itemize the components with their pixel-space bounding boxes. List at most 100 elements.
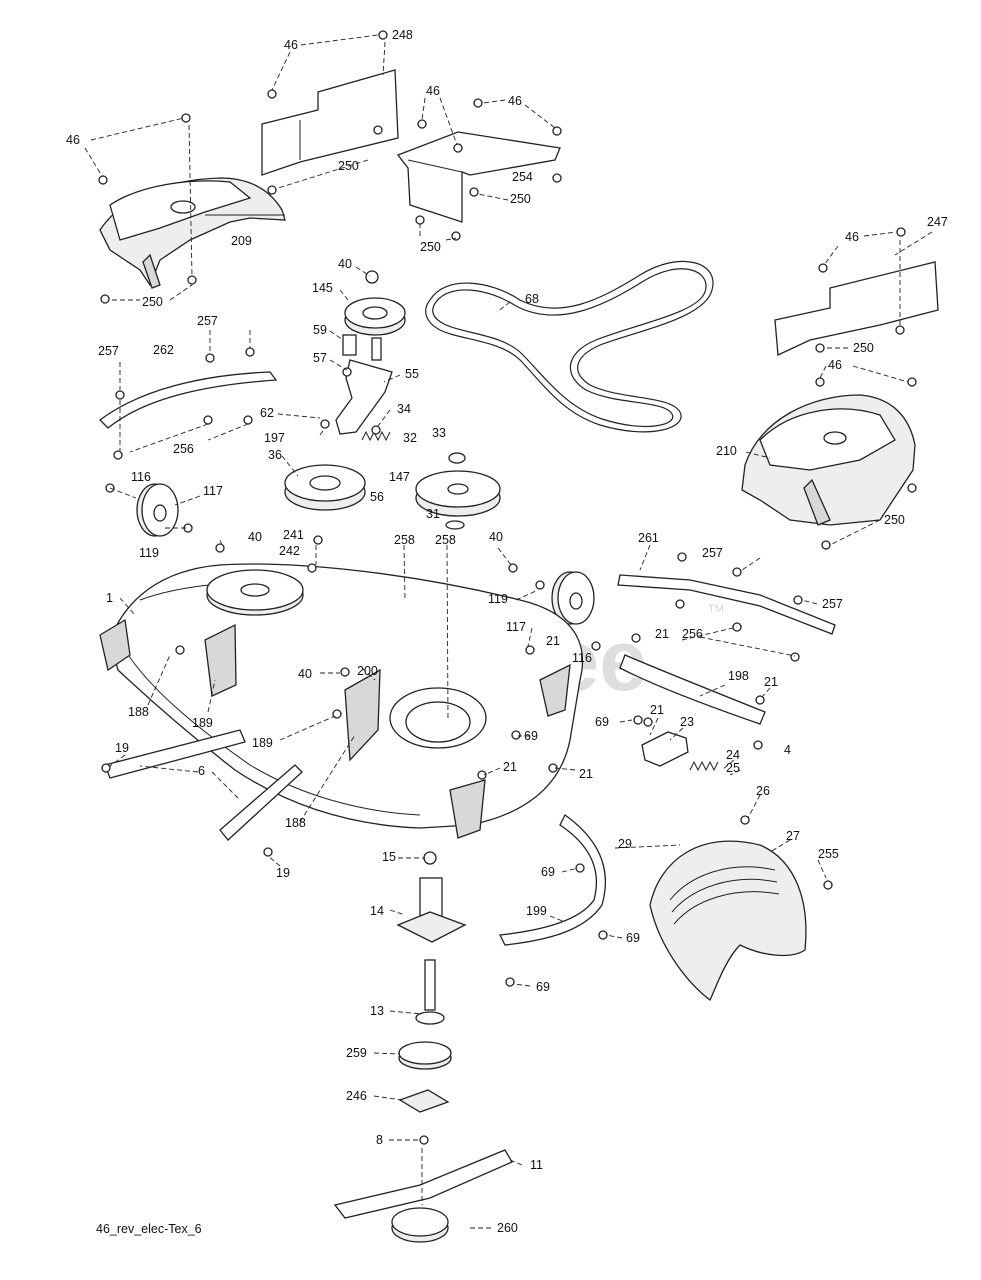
callout-69: 69 <box>536 980 550 994</box>
callout-46: 46 <box>845 230 859 244</box>
callout-31: 31 <box>426 507 440 521</box>
callout-261: 261 <box>638 531 659 545</box>
callout-254: 254 <box>512 170 533 184</box>
leader-lines <box>84 34 933 1229</box>
callout-29: 29 <box>618 837 632 851</box>
callout-69: 69 <box>595 715 609 729</box>
callout-147: 147 <box>389 470 410 484</box>
callout-257: 257 <box>822 597 843 611</box>
callout-262: 262 <box>153 343 174 357</box>
callout-188: 188 <box>128 705 149 719</box>
spindle-housing-259 <box>398 1041 452 1070</box>
bracket-261 <box>617 574 836 635</box>
callout-13: 13 <box>370 1004 384 1018</box>
callout-40: 40 <box>298 667 312 681</box>
spring-147 <box>361 430 391 442</box>
callout-40: 40 <box>489 530 503 544</box>
callout-1: 1 <box>106 591 113 605</box>
callout-116: 116 <box>572 651 592 665</box>
gauge-wheel-117-left <box>136 483 179 537</box>
callout-242: 242 <box>279 544 300 558</box>
callout-46: 46 <box>828 358 842 372</box>
callout-248: 248 <box>392 28 413 42</box>
callout-21: 21 <box>503 760 517 774</box>
callout-21: 21 <box>650 703 664 717</box>
callout-62: 62 <box>260 406 274 420</box>
discharge-chute-27 <box>649 840 807 1001</box>
callout-247: 247 <box>927 215 948 229</box>
watermark-trademark: TM <box>708 603 724 615</box>
callout-250: 250 <box>510 192 531 206</box>
adapter-246 <box>398 1089 450 1113</box>
callout-34: 34 <box>397 402 411 416</box>
callout-46: 46 <box>508 94 522 108</box>
callout-21: 21 <box>546 634 560 648</box>
callout-69: 69 <box>541 865 555 879</box>
callout-14: 14 <box>370 904 384 918</box>
callout-119: 119 <box>139 546 159 560</box>
bracket-262 <box>99 371 278 429</box>
callout-25: 25 <box>726 761 740 775</box>
shield-247 <box>774 261 939 356</box>
callout-255: 255 <box>818 847 839 861</box>
callout-197: 197 <box>264 431 285 445</box>
nut-33 <box>448 452 466 464</box>
callout-26: 26 <box>756 784 770 798</box>
pulley-32 <box>415 470 501 517</box>
callout-188: 188 <box>285 816 306 830</box>
spindle-shaft-13 <box>415 959 445 1025</box>
callout-256: 256 <box>173 442 194 456</box>
callout-23: 23 <box>680 715 694 729</box>
callout-250: 250 <box>142 295 163 309</box>
callout-32: 32 <box>403 431 417 445</box>
callout-21: 21 <box>579 767 593 781</box>
callout-119: 119 <box>488 592 508 606</box>
callout-labels: 46 248 46 46 46 250 254 250 250 209 250 … <box>66 28 948 1235</box>
callout-36: 36 <box>268 448 282 462</box>
spring-25 <box>689 760 719 772</box>
callout-24: 24 <box>726 748 740 762</box>
callout-209: 209 <box>231 234 252 248</box>
callout-68: 68 <box>525 292 539 306</box>
callout-69: 69 <box>626 931 640 945</box>
callout-250: 250 <box>420 240 441 254</box>
callout-116: 116 <box>131 470 151 484</box>
washer-31 <box>445 520 465 530</box>
callout-117: 117 <box>506 620 526 634</box>
callout-8: 8 <box>376 1133 383 1147</box>
callout-33: 33 <box>432 426 446 440</box>
idler-pulley-36 <box>284 464 366 511</box>
callout-21: 21 <box>764 675 778 689</box>
mower-deck <box>99 563 584 839</box>
callout-198: 198 <box>728 669 749 683</box>
callout-189: 189 <box>192 716 213 730</box>
idler-arm-55 <box>335 334 393 435</box>
fasteners <box>98 30 917 1145</box>
callout-117: 117 <box>203 484 223 498</box>
callout-200: 200 <box>357 664 378 678</box>
callout-199: 199 <box>526 904 547 918</box>
callout-11: 11 <box>530 1158 543 1172</box>
bracket-23 <box>641 731 689 767</box>
callout-6: 6 <box>198 764 205 778</box>
callout-27: 27 <box>786 829 800 843</box>
idler-pulley-145 <box>344 297 406 336</box>
blade-adapter-260 <box>391 1207 449 1243</box>
callout-260: 260 <box>497 1221 518 1235</box>
callout-257: 257 <box>702 546 723 560</box>
callout-256: 256 <box>682 627 703 641</box>
belt-cover-left <box>99 177 286 289</box>
callout-57: 57 <box>313 351 327 365</box>
blade-11 <box>333 1149 513 1219</box>
arm-198 <box>619 654 766 725</box>
callout-258: 258 <box>435 533 456 547</box>
figure-id: 46_rev_elec-Tex_6 <box>96 1222 202 1236</box>
drive-belt <box>425 260 714 433</box>
callout-258: 258 <box>394 533 415 547</box>
callout-46: 46 <box>284 38 298 52</box>
callout-241: 241 <box>283 528 304 542</box>
gauge-wheel-117-right <box>551 571 595 625</box>
callout-145: 145 <box>312 281 333 295</box>
belt-cover-right <box>741 394 916 526</box>
